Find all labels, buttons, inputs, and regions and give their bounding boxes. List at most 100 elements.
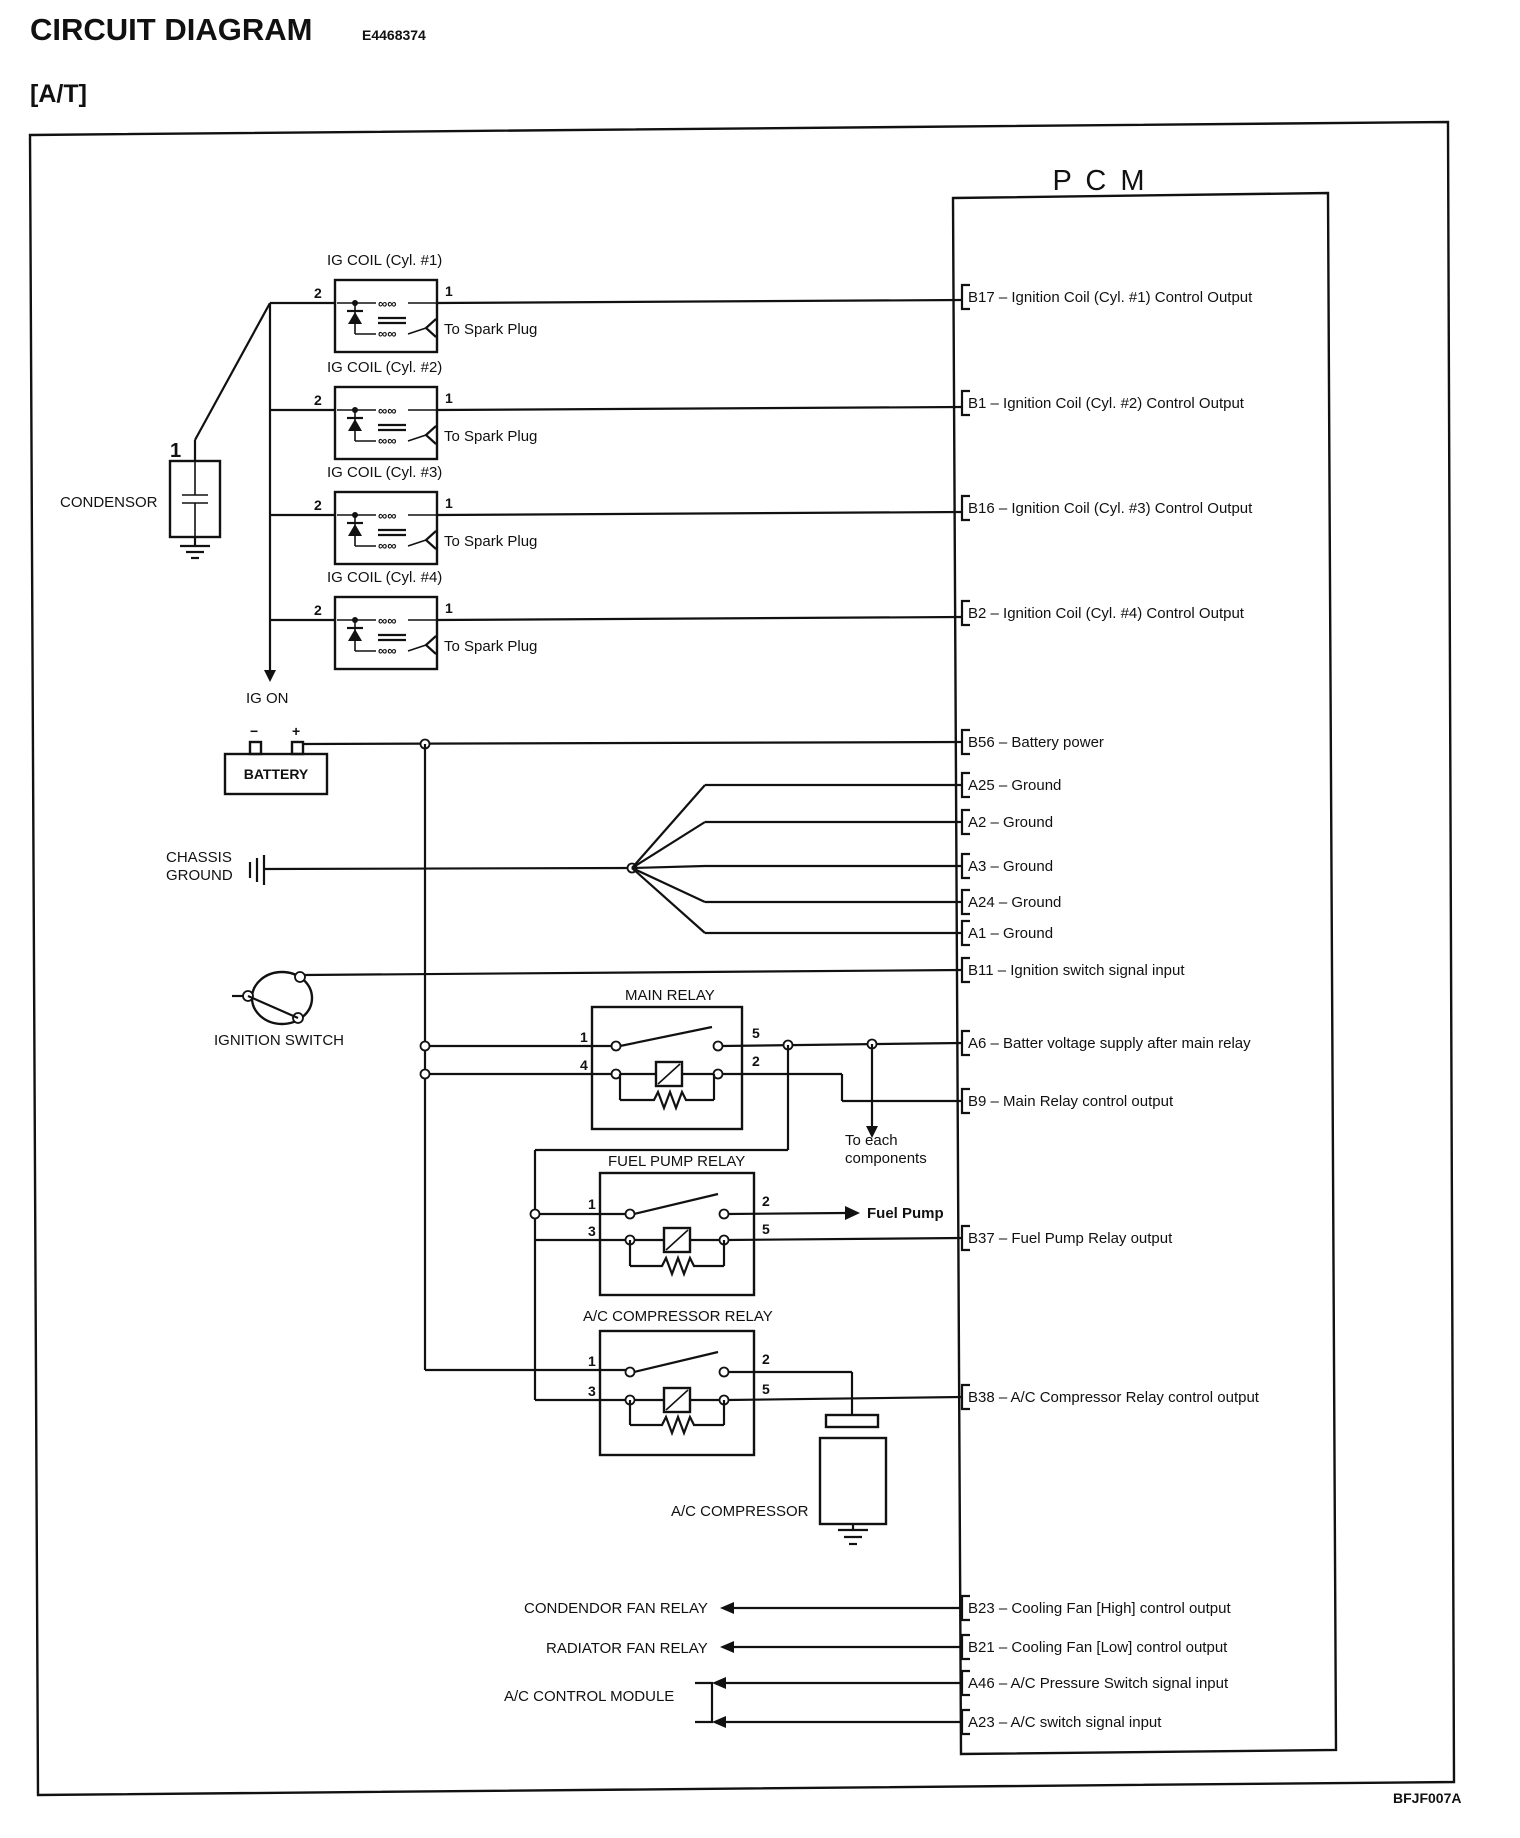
ig-coil-pin-out: 1 <box>445 283 453 299</box>
ig-coil-spark-label: To Spark Plug <box>444 533 537 550</box>
pcm-terminal-label: B23 – Cooling Fan [High] control output <box>968 1600 1231 1617</box>
svg-text:∞∞: ∞∞ <box>378 296 397 311</box>
pcm-terminal-b2: B2 – Ignition Coil (Cyl. #4) Control Out… <box>960 599 1245 627</box>
ac-compressor-label: A/C COMPRESSOR <box>671 1503 809 1520</box>
pcm-terminal-b1: B1 – Ignition Coil (Cyl. #2) Control Out… <box>960 389 1245 417</box>
condensor: CONDENSOR 1 <box>60 440 222 560</box>
ac-relay-label: A/C COMPRESSOR RELAY <box>583 1308 773 1325</box>
ig-coil-spark-label: To Spark Plug <box>444 428 537 445</box>
fuel-pump-relay-label: FUEL PUMP RELAY <box>608 1153 745 1170</box>
to-each-label-2: components <box>845 1150 927 1167</box>
pcm-terminal-label: B17 – Ignition Coil (Cyl. #1) Control Ou… <box>968 289 1253 306</box>
ig-coil-box <box>333 595 439 671</box>
ground-wire-a2 <box>631 820 962 869</box>
battery: BATTERY − + <box>223 723 329 796</box>
radiator-fan-relay-label: RADIATOR FAN RELAY <box>546 1640 708 1657</box>
pcm-terminal-a3: A3 – Ground <box>960 852 1053 880</box>
diagram-title: CIRCUIT DIAGRAM <box>30 12 312 47</box>
ig-coil-output-wire <box>436 405 963 412</box>
ac-relay-pin-3: 3 <box>588 1383 596 1399</box>
ac-compressor-body <box>818 1436 888 1526</box>
fuel-pump-label: Fuel Pump <box>867 1205 944 1222</box>
battery-label: BATTERY <box>244 766 309 782</box>
battery-plus: + <box>292 723 300 739</box>
battery-body <box>223 752 329 796</box>
pcm-title: P C M <box>1052 165 1147 197</box>
ignition-switch: IGNITION SWITCH <box>214 970 344 1049</box>
svg-text:∞∞: ∞∞ <box>378 613 397 628</box>
pcm-terminal-b38: B38 – A/C Compressor Relay control outpu… <box>960 1383 1260 1411</box>
chassis-ground: CHASSIS GROUND <box>166 849 266 885</box>
ground-wire-a24 <box>631 867 962 904</box>
ig-coil-spark-label: To Spark Plug <box>444 321 537 338</box>
fuel-pump-arrow <box>845 1206 860 1220</box>
main-relay-box <box>590 1005 744 1131</box>
ig-coil-pin-out: 1 <box>445 600 453 616</box>
pcm-terminal-label: B38 – A/C Compressor Relay control outpu… <box>968 1389 1260 1406</box>
chassis-ground-label-1: CHASSIS <box>166 849 232 866</box>
pcm-terminal-a2: A2 – Ground <box>960 808 1053 836</box>
ig-coil-pin-in: 2 <box>314 285 322 301</box>
svg-text:∞∞: ∞∞ <box>378 326 397 341</box>
ac-control-module-label: A/C CONTROL MODULE <box>504 1688 674 1705</box>
pcm-terminal-label: B2 – Ignition Coil (Cyl. #4) Control Out… <box>968 605 1245 622</box>
ac-compressor-relay: A/C COMPRESSOR RELAY 1 3 2 5 <box>583 1308 773 1457</box>
fuel-pump-relay-pin-5: 5 <box>762 1221 770 1237</box>
svg-text:∞∞: ∞∞ <box>378 643 397 658</box>
pcm-terminal-b17: B17 – Ignition Coil (Cyl. #1) Control Ou… <box>960 283 1253 311</box>
main-relay-pin-4: 4 <box>580 1057 588 1073</box>
ac-relay-box <box>598 1329 756 1457</box>
ac-relay-pin-1: 1 <box>588 1353 596 1369</box>
pcm-terminal-label: A2 – Ground <box>968 814 1053 831</box>
fuel-pump-relay-pin-1: 1 <box>588 1196 596 1212</box>
pcm-terminal-a25: A25 – Ground <box>960 771 1061 799</box>
pcm-terminal-a6: A6 – Batter voltage supply after main re… <box>960 1029 1251 1057</box>
ig-coil-output-wire <box>436 298 963 305</box>
output-arrow-a23 <box>712 1716 962 1728</box>
condensor-pin: 1 <box>170 440 181 462</box>
ig-coil-label: IG COIL (Cyl. #3) <box>327 464 442 481</box>
pcm-terminal-a1: A1 – Ground <box>960 919 1053 947</box>
ignition-switch-label: IGNITION SWITCH <box>214 1032 344 1049</box>
to-each-arrow <box>866 1126 878 1138</box>
output-arrow-b21 <box>720 1641 962 1653</box>
pcm-terminal-label: A6 – Batter voltage supply after main re… <box>968 1035 1251 1052</box>
pcm-terminal-b37: B37 – Fuel Pump Relay output <box>960 1224 1173 1252</box>
diagram-subtitle: [A/T] <box>30 80 87 108</box>
pcm-terminal-label: A23 – A/C switch signal input <box>968 1714 1162 1731</box>
svg-text:∞∞: ∞∞ <box>378 508 397 523</box>
pcm-box <box>951 191 1338 1756</box>
main-relay-pin-2: 2 <box>752 1053 760 1069</box>
ig-coil-pin-out: 1 <box>445 390 453 406</box>
pcm-terminal-b9: B9 – Main Relay control output <box>960 1087 1174 1115</box>
output-arrow-a46 <box>712 1677 962 1689</box>
fuel-pump-relay-box <box>598 1171 756 1297</box>
outer-frame <box>28 120 1456 1797</box>
pcm-terminal-label: B1 – Ignition Coil (Cyl. #2) Control Out… <box>968 395 1245 412</box>
chassis-ground-label-2: GROUND <box>166 867 233 884</box>
ig-coil-label: IG COIL (Cyl. #2) <box>327 359 442 376</box>
ig-coil-pin-in: 2 <box>314 392 322 408</box>
pcm-terminal-label: B37 – Fuel Pump Relay output <box>968 1230 1173 1247</box>
ac-control-module-bracket <box>695 1681 714 1724</box>
pcm-terminal-b23: B23 – Cooling Fan [High] control output <box>960 1594 1231 1622</box>
ground-wire-a3 <box>631 864 962 870</box>
fuel-pump-relay-pin-2: 2 <box>762 1193 770 1209</box>
pcm-terminal-label: A3 – Ground <box>968 858 1053 875</box>
pcm-terminal-a46: A46 – A/C Pressure Switch signal input <box>960 1669 1229 1697</box>
ground-wire-a1 <box>631 867 962 935</box>
pcm-terminal-b21: B21 – Cooling Fan [Low] control output <box>960 1633 1228 1661</box>
pcm-terminal-label: A1 – Ground <box>968 925 1053 942</box>
main-relay-pin-1: 1 <box>580 1029 588 1045</box>
pcm-terminal-a24: A24 – Ground <box>960 888 1061 916</box>
main-relay-pin-5: 5 <box>752 1025 760 1041</box>
ig-coil-output-wire <box>436 615 963 622</box>
figure-code: BFJF007A <box>1393 1790 1461 1806</box>
ig-coil-box <box>333 385 439 461</box>
fuel-pump-relay: FUEL PUMP RELAY 1 3 2 5 <box>588 1153 770 1297</box>
